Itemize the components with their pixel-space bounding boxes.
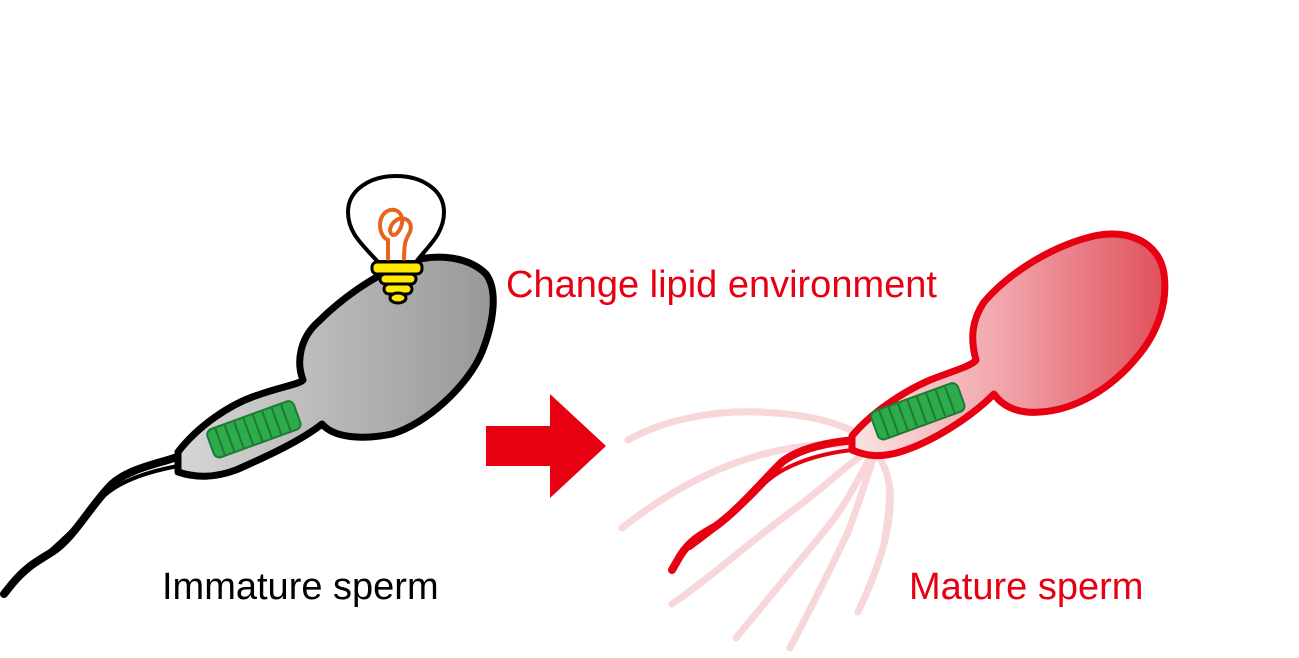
change-lipid-label: Change lipid environment	[506, 264, 937, 306]
motion-trails	[618, 408, 894, 652]
mature-sperm-label: Mature sperm	[909, 566, 1144, 608]
mature-sperm	[618, 230, 1169, 652]
lightbulb-icon	[346, 174, 446, 305]
mature-mitochondria	[870, 382, 966, 441]
mature-tail	[668, 436, 860, 574]
immature-tail	[0, 452, 184, 598]
right-arrow-icon	[486, 394, 606, 498]
mature-tail-inner	[688, 448, 854, 550]
immature-sperm-label: Immature sperm	[162, 566, 439, 608]
immature-mitochondria	[206, 400, 302, 459]
immature-tail-inner	[20, 464, 180, 578]
immature-sperm	[0, 253, 497, 598]
